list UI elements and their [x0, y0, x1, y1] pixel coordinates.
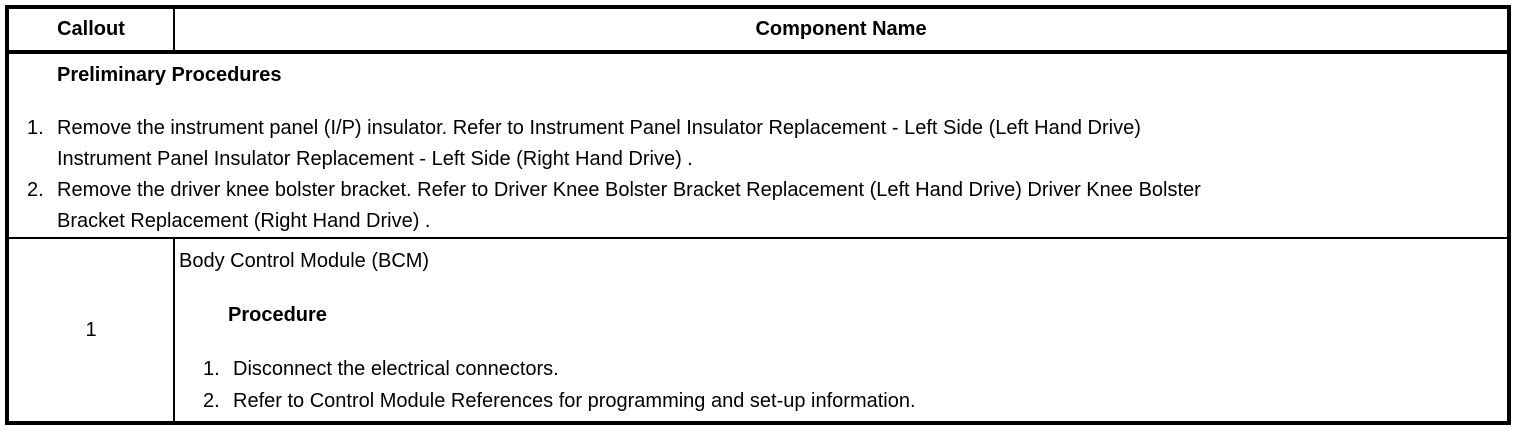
callout-header-label: Callout [57, 18, 125, 40]
preliminary-steps-list: 1. Remove the instrument panel (I/P) ins… [27, 113, 1487, 237]
step-text: Remove the instrument panel (I/P) insula… [57, 117, 1141, 170]
header-cell-callout: Callout [9, 9, 175, 50]
step-number: 2. [203, 390, 220, 412]
list-item: 2. Refer to Control Module References fo… [203, 385, 1495, 417]
preliminary-procedures-title: Preliminary Procedures [57, 64, 282, 86]
step-text: Refer to Control Module References for p… [233, 390, 916, 412]
step-text: Disconnect the electrical connectors. [233, 358, 559, 380]
callout-number: 1 [85, 318, 97, 341]
callout-cell: 1 [9, 239, 175, 421]
procedure-steps-list: 1. Disconnect the electrical connectors.… [203, 353, 1495, 417]
component-name: Body Control Module (BCM) [179, 250, 430, 272]
step-text: Remove the driver knee bolster bracket. … [57, 179, 1201, 232]
component-name-header-label: Component Name [755, 18, 927, 40]
list-item: 2. Remove the driver knee bolster bracke… [27, 175, 1487, 237]
header-cell-component-name: Component Name [175, 9, 1507, 50]
table-row: 1 Body Control Module (BCM) Procedure 1.… [9, 239, 1507, 421]
step-number: 1. [203, 358, 220, 380]
procedure-title: Procedure [228, 304, 327, 326]
step-number: 1. [27, 117, 44, 139]
component-callout-table: Callout Component Name Preliminary Proce… [5, 5, 1511, 425]
component-cell: Body Control Module (BCM) Procedure 1. D… [175, 239, 1507, 421]
list-item: 1. Disconnect the electrical connectors. [203, 353, 1495, 385]
step-number: 2. [27, 179, 44, 201]
preliminary-procedures-row: Preliminary Procedures 1. Remove the ins… [9, 54, 1507, 239]
table-header-row: Callout Component Name [9, 9, 1507, 54]
list-item: 1. Remove the instrument panel (I/P) ins… [27, 113, 1487, 175]
